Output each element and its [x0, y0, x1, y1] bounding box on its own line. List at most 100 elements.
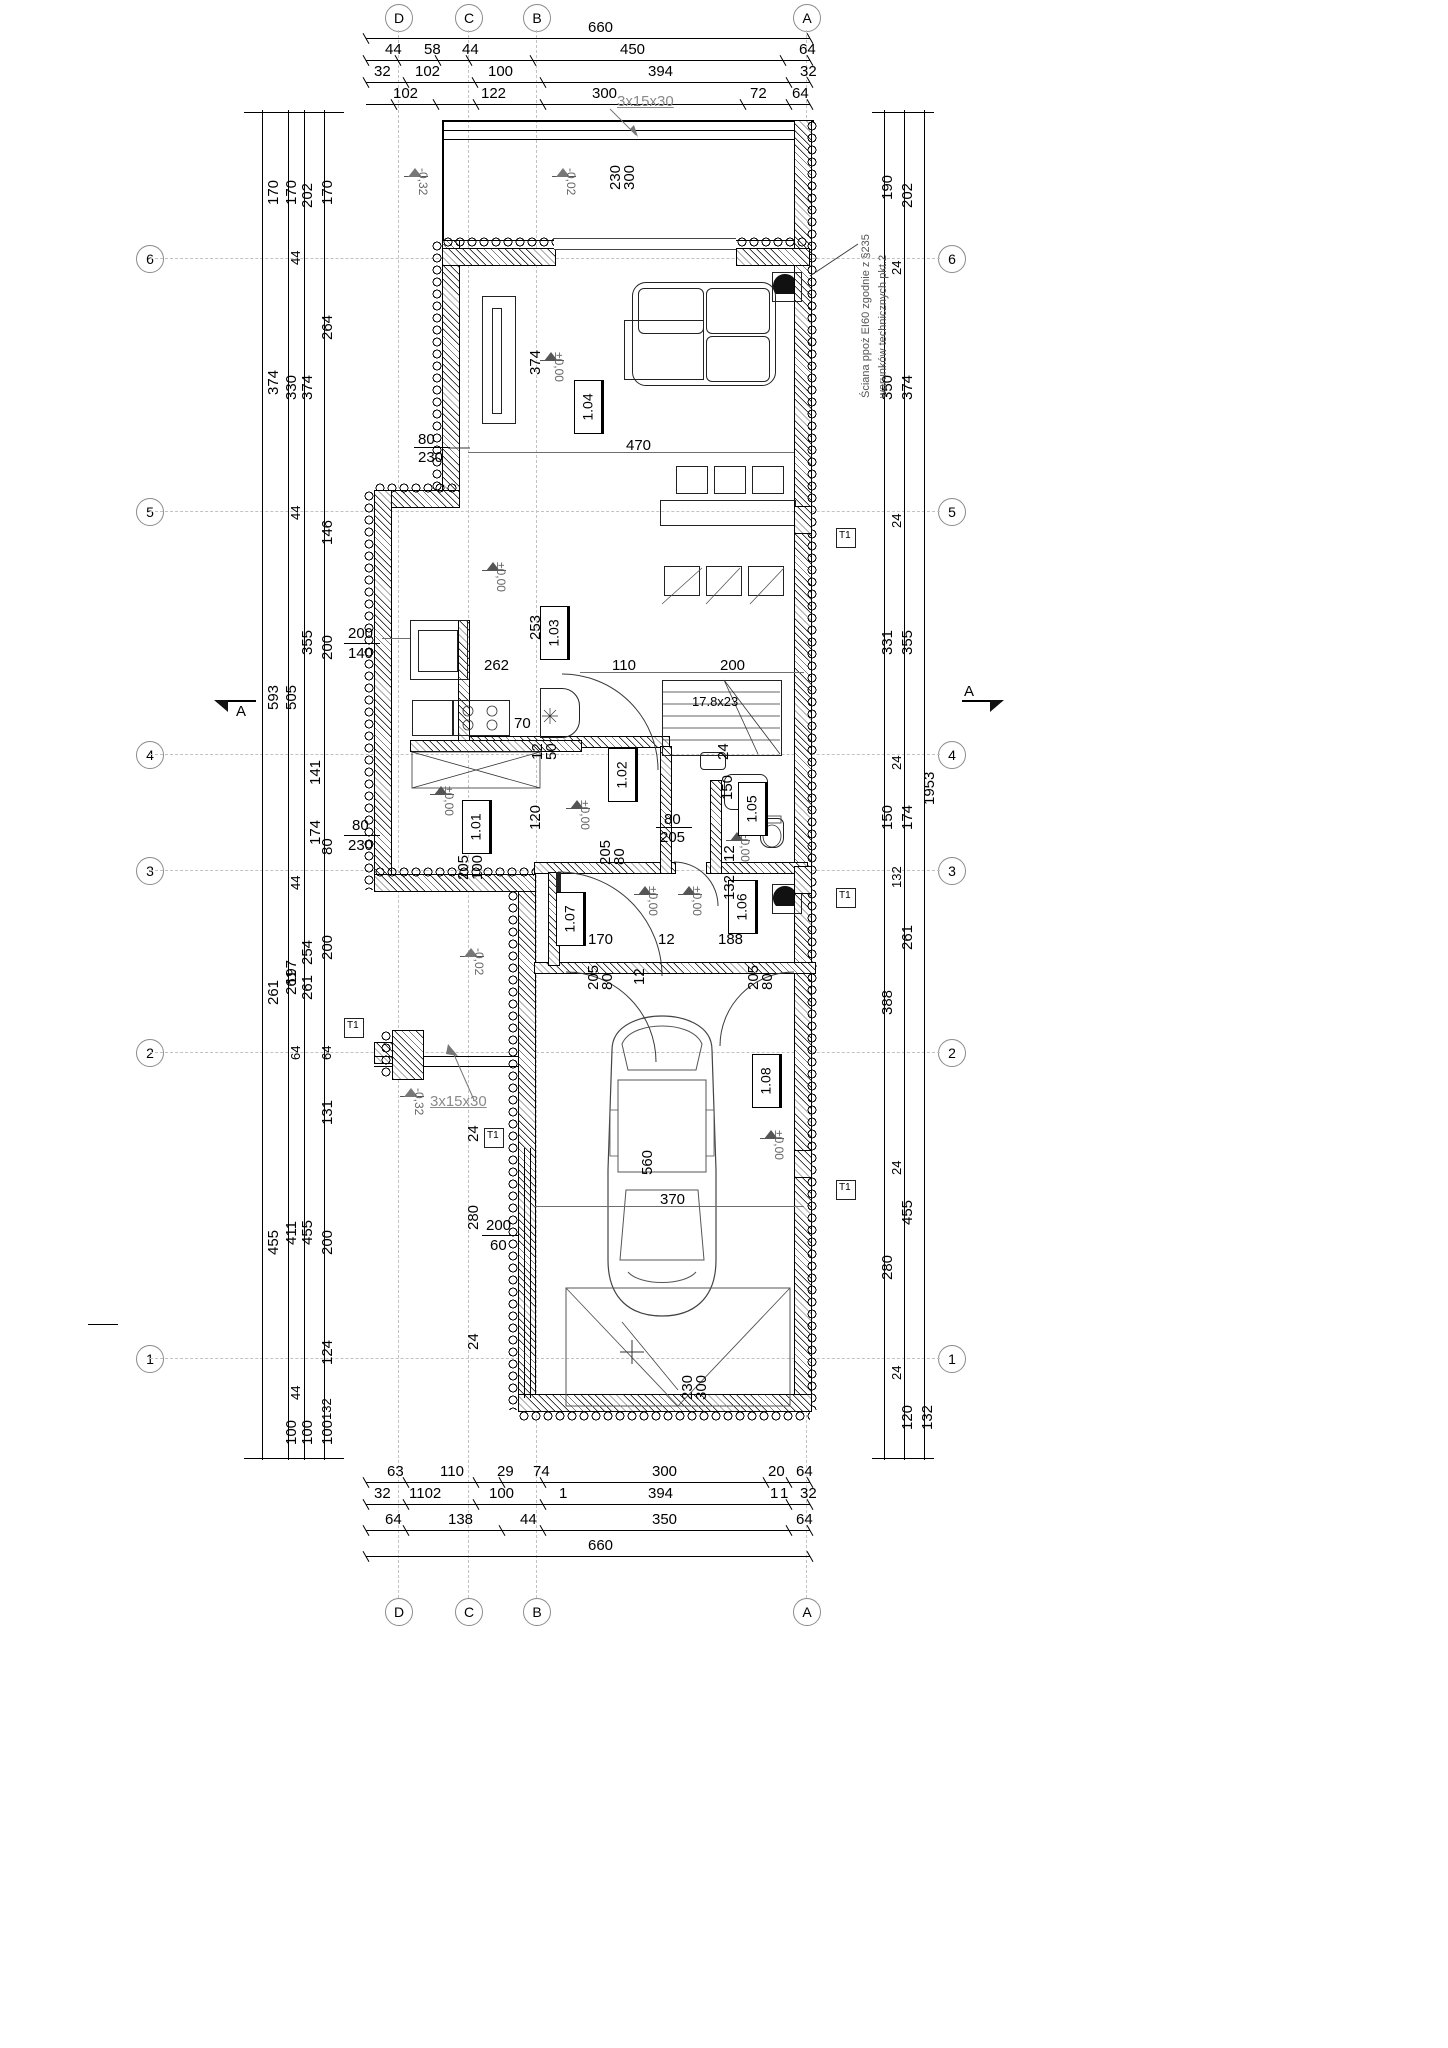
dim-bot-110: 110 [440, 1463, 464, 1480]
dim-right-24e: 24 [889, 1160, 904, 1175]
dim-top-64: 64 [799, 41, 816, 58]
lintel-label-top: 3x15x30 [617, 93, 674, 110]
dim-int-12-b: 12 [721, 845, 738, 862]
level-value: ±0,00 [552, 352, 566, 382]
dim-bot-29: 29 [497, 1463, 514, 1480]
dim-int-50: 50 [543, 743, 560, 760]
sofa-seat-b [706, 288, 770, 334]
grid-bubble-left-3: 3 [136, 857, 164, 885]
garage-side-door-line2 [530, 1148, 531, 1398]
room-tag-label: 1.08 [758, 1067, 774, 1095]
dim-top-58: 58 [424, 41, 441, 58]
grid-bubble-right-4: 4 [938, 741, 966, 769]
dim-int-80-230-b-den: 230 [348, 837, 374, 854]
marker-t1-c [836, 1180, 856, 1200]
dim-bot-394: 394 [648, 1485, 674, 1502]
dim-int-200-60-den: 60 [490, 1237, 507, 1254]
dim-int-80-230-a-num: 80 [418, 431, 435, 448]
dim-left-132: 132 [319, 1398, 334, 1420]
interior-wall-h-3a [534, 862, 676, 874]
grid-label: C [463, 10, 475, 26]
dim-top-44a: 44 [385, 41, 402, 58]
insulation-top-right [736, 236, 808, 248]
dining-chair-5 [706, 566, 742, 596]
dim-int-280: 280 [465, 1204, 482, 1230]
dim-right-24b: 24 [889, 513, 904, 528]
grid-line-2 [150, 1052, 940, 1053]
terrace-left-edge [442, 120, 444, 248]
dim-left-170b: 170 [283, 179, 300, 205]
room-tag-label: 1.03 [546, 619, 562, 647]
boiler-icon-mid [772, 884, 802, 914]
dim-int-300b: 300 [693, 1374, 710, 1400]
exterior-wall-left-mid [374, 490, 392, 892]
level-value: ±0,00 [578, 800, 592, 830]
dining-chair-2 [714, 466, 746, 494]
grid-label: B [532, 10, 542, 26]
dim-left-170: 170 [319, 179, 336, 205]
dim-bot-20: 20 [768, 1463, 785, 1480]
insulation-right [806, 120, 818, 1410]
marker-t1-e-label: T1 [487, 1130, 499, 1141]
dim-int-200-140-den: 140 [348, 645, 374, 662]
dim-right-150: 150 [879, 804, 896, 830]
terrace-line-b [442, 139, 806, 140]
dim-bot-64: 64 [796, 1463, 813, 1480]
grid-bubble-left-1: 1 [136, 1345, 164, 1373]
dim-right-190: 190 [879, 174, 896, 200]
level-value: -0,02 [472, 948, 486, 976]
dim-bot-100: 100 [489, 1485, 515, 1502]
dim-top-64b: 64 [792, 85, 809, 102]
section-line-left [216, 700, 256, 702]
kitchen-cross-hatch [411, 751, 541, 789]
dim-line-bot-4 [366, 1556, 810, 1557]
dim-int-100-205-a: 100 [469, 854, 486, 880]
grid-bubble-right-6: 6 [938, 245, 966, 273]
dim-right-1953: 1953 [921, 771, 938, 805]
dim-top-32a: 32 [374, 63, 391, 80]
dim-left-100: 100 [319, 1419, 336, 1445]
dim-right-455: 455 [899, 1199, 916, 1225]
dim-int-560: 560 [639, 1149, 656, 1175]
dim-bot-350: 350 [652, 1511, 678, 1528]
sofa-seat-c [706, 336, 770, 382]
marker-t1-c-label: T1 [839, 1182, 851, 1193]
dim-int-200-140-num: 200 [348, 625, 374, 642]
room-tag-label: 1.04 [580, 393, 596, 421]
terrace-line-a [442, 130, 806, 131]
exterior-wall-left-jog [374, 490, 460, 508]
garage-side-door-line [524, 1148, 525, 1398]
marker-t1-d [344, 1018, 364, 1038]
level-value: ±0,00 [738, 832, 752, 862]
dim-bot-64c: 64 [796, 1511, 813, 1528]
dim-right-24f: 24 [889, 1365, 904, 1380]
grid-bubble-right-1: 1 [938, 1345, 966, 1373]
dim-bot-63: 63 [387, 1463, 404, 1480]
dim-top-660: 660 [588, 19, 614, 36]
section-label-right: A [964, 683, 975, 700]
grid-bubble-bottom-A: A [793, 1598, 821, 1626]
dim-int-188: 188 [718, 931, 744, 948]
dim-left-146: 146 [319, 519, 336, 545]
dim-line-bot-1 [366, 1482, 810, 1483]
dim-right-331: 331 [879, 629, 896, 655]
grid-bubble-right-3: 3 [938, 857, 966, 885]
grid-label: 6 [948, 251, 956, 267]
dim-cap-left-top [244, 112, 344, 113]
grid-label: A [802, 10, 812, 26]
room-tag-label: 1.07 [562, 905, 578, 933]
frac-line-a [414, 447, 450, 448]
insulation-bottom [518, 1410, 810, 1422]
wall-garage-step [374, 874, 536, 892]
level-value: ±0,00 [772, 1130, 786, 1160]
door-swing-hall [561, 673, 659, 771]
grid-line-4 [150, 754, 940, 755]
dim-cap-left-bot [244, 1458, 344, 1459]
dim-int-205-a: 205 [455, 854, 472, 880]
fire-wall-leader [809, 243, 859, 277]
dim-left-170c: 170 [265, 179, 282, 205]
leader-garage-door [621, 1321, 679, 1391]
room-tag-1-07: 1.07 [556, 892, 586, 946]
dim-top-72: 72 [750, 85, 767, 102]
section-arrow-left [214, 700, 228, 712]
